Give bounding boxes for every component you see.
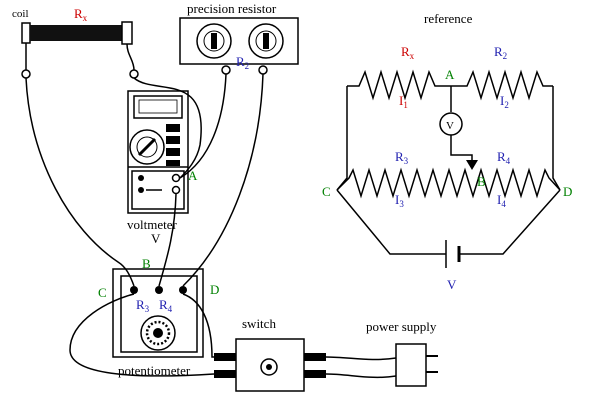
voltmeter-button-3 <box>166 148 180 156</box>
switch-plug-left-top <box>214 353 236 361</box>
voltmeter-v-label: V <box>151 231 161 246</box>
voltmeter-node-a-label: A <box>188 168 198 183</box>
sch-node-d-label: D <box>563 184 572 199</box>
sch-i1-label: I1 <box>399 93 408 110</box>
sch-r2-label: R2 <box>494 44 507 61</box>
voltmeter-jack-a <box>171 173 181 183</box>
switch <box>214 338 326 392</box>
potentiometer-knob-center <box>153 328 163 338</box>
precision-resistor-label: precision resistor <box>187 1 277 16</box>
sch-r4-label: R4 <box>497 149 511 166</box>
sch-wire-left-lower <box>336 189 446 255</box>
power-supply <box>395 343 438 387</box>
pot-terminal-d <box>179 286 187 294</box>
wire-resistor-to-pot-d <box>182 73 264 287</box>
resistor-dial-left-knob <box>211 33 217 49</box>
wire-coil-to-pot-c <box>25 77 135 287</box>
sch-node-b-label: B <box>477 174 486 189</box>
voltmeter-button-1 <box>166 124 180 132</box>
switch-plug-right-top <box>304 353 326 361</box>
power-supply-prongs <box>426 355 438 373</box>
coil <box>21 21 139 79</box>
switch-plug-right-bottom <box>304 370 326 378</box>
voltmeter-display <box>133 95 183 119</box>
resistor-terminal-right <box>258 65 268 75</box>
pot-terminal-c <box>130 286 138 294</box>
sch-i2-label: I2 <box>500 93 509 110</box>
voltmeter-jack-1 <box>138 175 144 181</box>
sch-battery-v-label: V <box>447 277 457 292</box>
wire-resistor-to-voltmeter-a <box>179 73 227 179</box>
reference-schematic <box>336 69 561 268</box>
voltmeter-jack-com <box>171 185 181 195</box>
wire-pot-d-to-switch <box>182 293 214 358</box>
pot-terminal-b <box>155 286 163 294</box>
precision-resistor <box>179 17 299 75</box>
voltmeter-label: voltmeter <box>127 217 177 232</box>
wire-switch-to-supply-top <box>325 356 397 361</box>
sch-wiper-lead <box>450 135 473 162</box>
resistor-dial-right-knob <box>263 33 269 49</box>
potentiometer <box>112 268 204 358</box>
sch-wire-right-upper <box>552 86 561 191</box>
sch-r3-label: R3 <box>395 149 409 166</box>
switch-box <box>235 338 305 392</box>
voltmeter-display-inner <box>138 99 178 114</box>
sch-i4-label: I4 <box>497 192 506 209</box>
pot-node-b-label: B <box>142 256 151 271</box>
potentiometer-label: potentiometer <box>118 363 191 378</box>
resistor-r2-label: R2 <box>236 54 249 71</box>
sch-wiper-arrow <box>466 160 478 170</box>
sch-node-c-label: C <box>322 184 331 199</box>
pot-r4-label: R4 <box>159 297 173 314</box>
sch-resistor-r2 <box>451 69 553 101</box>
switch-knob-center <box>266 364 272 370</box>
wire-switch-to-supply-bottom <box>325 373 397 379</box>
reference-label: reference <box>424 11 473 26</box>
coil-winding <box>30 25 122 41</box>
pot-node-c-label: C <box>98 285 107 300</box>
power-supply-plug <box>395 343 427 387</box>
voltmeter-dial-pointer <box>137 137 157 157</box>
sch-wire-left-upper <box>336 86 348 191</box>
sch-resistor-rx <box>347 69 451 101</box>
switch-label: switch <box>242 316 276 331</box>
coil-label: coil <box>12 8 29 20</box>
wire-pot-c-to-switch <box>69 293 215 377</box>
coil-right-cap <box>121 21 133 45</box>
wire-voltmeter-to-pot-b <box>158 193 177 287</box>
voltmeter-button-4 <box>166 160 180 166</box>
sch-rx-label: Rx <box>401 44 415 61</box>
resistor-terminal-left <box>221 65 231 75</box>
power-supply-label: power supply <box>366 319 437 334</box>
apparatus-wires <box>25 73 397 379</box>
voltmeter-jack-3 <box>138 187 144 193</box>
switch-plug-left-bottom <box>214 370 236 378</box>
voltmeter-button-2 <box>166 136 180 144</box>
sch-potentiometer <box>336 167 561 199</box>
sch-meter-symbol: V <box>446 120 454 132</box>
pot-node-d-label: D <box>210 282 219 297</box>
coil-left-cap <box>21 22 31 44</box>
coil-terminal-left <box>21 69 31 79</box>
sch-wire-right-lower <box>459 189 561 255</box>
coil-rx-label: Rx <box>74 6 88 23</box>
wire-coil-to-voltmeter-a <box>133 77 202 179</box>
coil-terminal-right <box>129 69 139 79</box>
sch-node-a-label: A <box>445 67 455 82</box>
coil-lead-right <box>126 43 135 71</box>
voltmeter <box>127 90 189 214</box>
sch-i3-label: I3 <box>395 192 404 209</box>
pot-r3-label: R3 <box>136 297 150 314</box>
